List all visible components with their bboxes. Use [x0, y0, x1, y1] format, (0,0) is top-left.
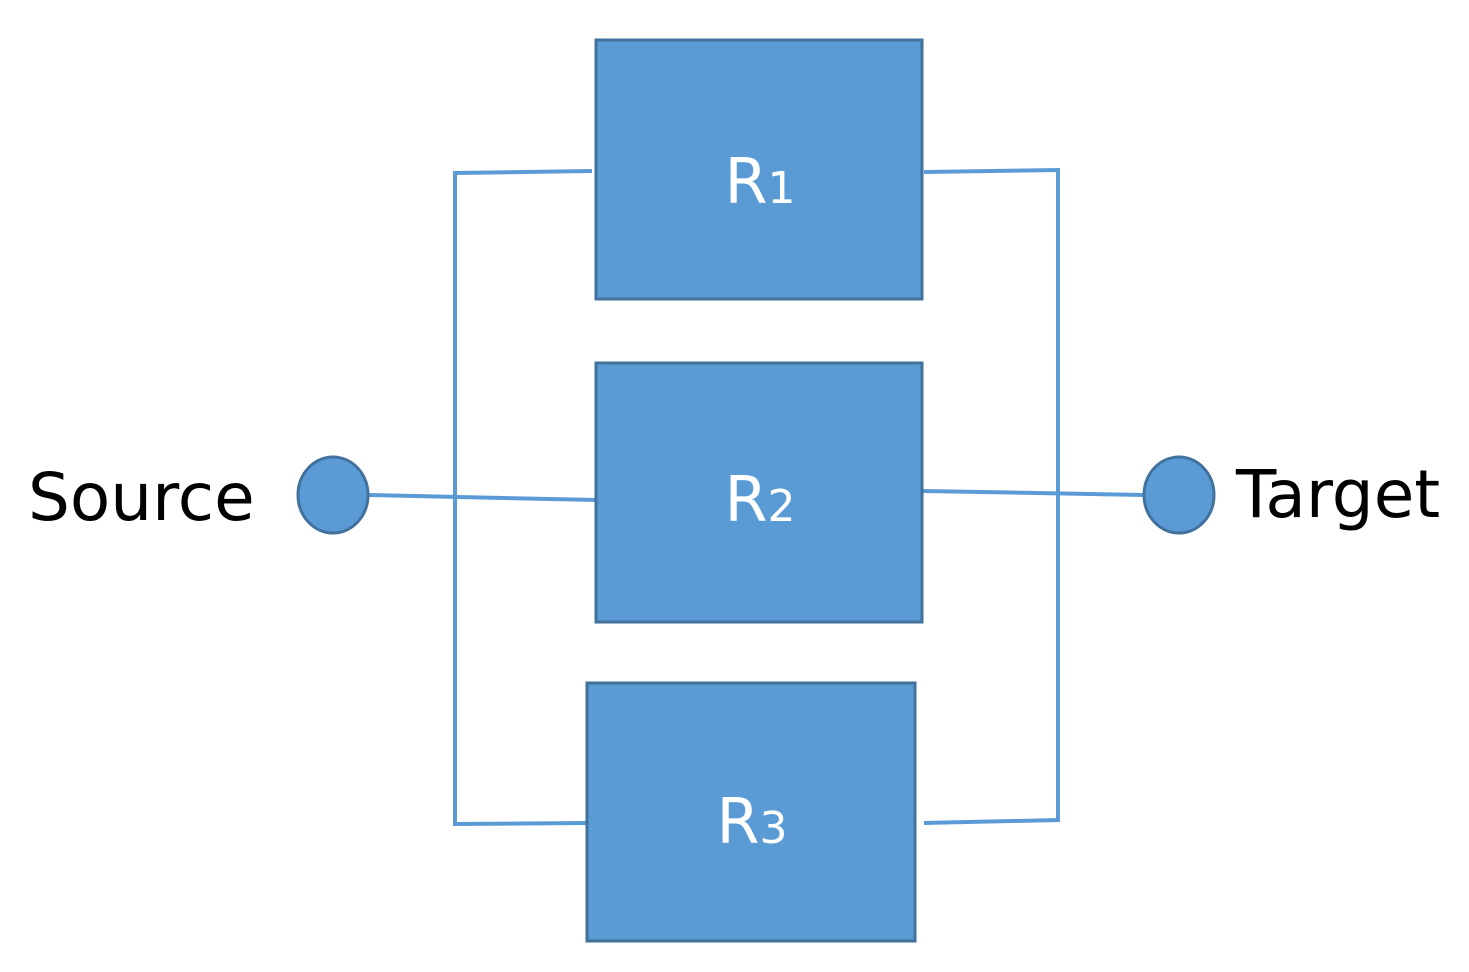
wire-r2-target	[921, 488, 1148, 498]
component-r3-label: R3	[716, 785, 787, 858]
source-label: Source	[28, 459, 255, 536]
source-node	[296, 455, 370, 535]
component-r2-label: R2	[724, 463, 795, 536]
left-wiring	[365, 168, 598, 827]
right-wiring	[921, 167, 1148, 826]
component-r2: R2	[594, 361, 924, 624]
component-r1-box	[594, 38, 924, 301]
component-r2-box	[594, 361, 924, 624]
wire-source-r2	[365, 492, 598, 503]
component-r3-box	[585, 681, 917, 943]
component-r1: R1	[594, 38, 924, 301]
component-r3: R3	[585, 681, 917, 943]
wire-right-r1	[923, 167, 1060, 826]
component-r1-label: R1	[724, 145, 795, 218]
target-node	[1142, 455, 1216, 535]
target-label: Target	[1235, 456, 1440, 533]
